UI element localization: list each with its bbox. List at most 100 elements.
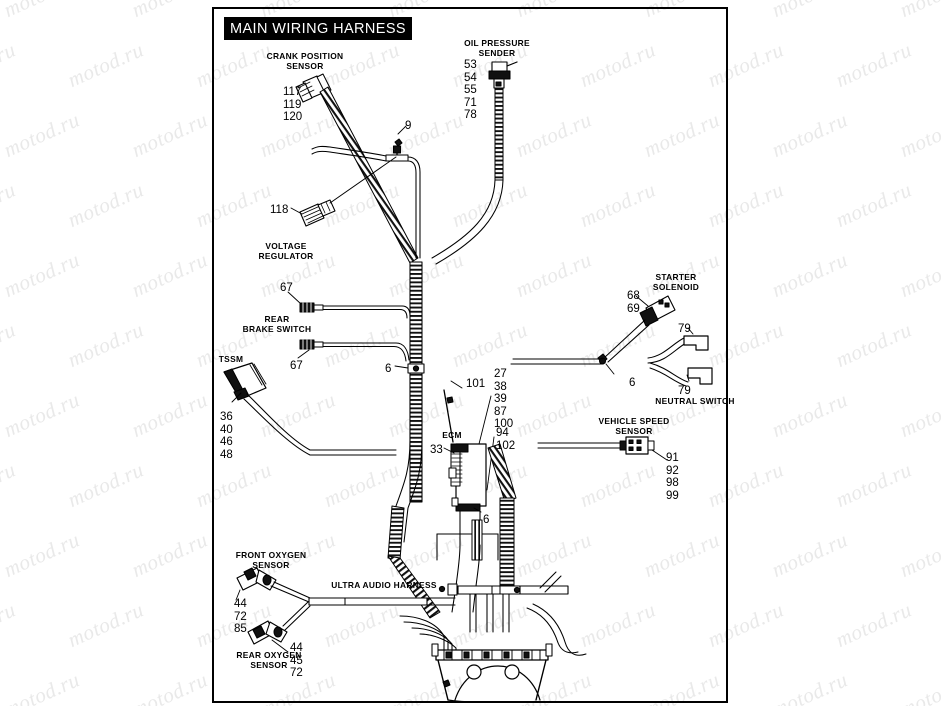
diagram-title-bar: MAIN WIRING HARNESS	[224, 17, 412, 40]
watermark-text: motod.ru	[128, 247, 212, 302]
callout-number: 39	[494, 393, 507, 406]
watermark-text: motod.ru	[64, 177, 148, 232]
callout-rear-brake-switch-lower: 67	[290, 360, 303, 373]
label-tssm: TSSM	[219, 354, 243, 364]
watermark-text: motod.ru	[0, 107, 84, 162]
callout-neutral-switch-lower: 79	[678, 385, 691, 398]
watermark-text: motod.ru	[768, 667, 852, 706]
callout-number: 53	[464, 59, 477, 71]
label-neutral-switch: NEUTRAL SWITCH	[655, 396, 734, 406]
label-line-1: CRANK POSITION	[266, 51, 344, 61]
watermark-text: motod.ru	[0, 37, 20, 92]
callout-number: 67	[280, 282, 293, 294]
watermark-text: motod.ru	[832, 37, 916, 92]
watermark-text: motod.ru	[896, 247, 941, 302]
callout-junction-6-right: 6	[629, 377, 635, 390]
callout-number: 55	[464, 84, 477, 97]
callout-number: 72	[290, 667, 303, 680]
watermark-text: motod.ru	[768, 107, 852, 162]
watermark-text: motod.ru	[768, 527, 852, 582]
watermark-text: motod.ru	[832, 177, 916, 232]
callout-clip-9: 9	[405, 120, 411, 133]
watermark-text: motod.ru	[64, 37, 148, 92]
watermark-text: motod.ru	[0, 387, 84, 442]
label-line-1: VOLTAGE	[265, 241, 307, 251]
callout-number: 36	[220, 411, 233, 423]
callout-rear-brake-switch-upper: 67	[280, 282, 293, 295]
callout-number: 101	[466, 378, 486, 390]
callout-ecm-num-33: 33	[430, 444, 443, 457]
label-line-1: VEHICLE SPEED	[598, 416, 670, 426]
callout-voltage-regulator-num: 118	[270, 204, 288, 217]
watermark-text: motod.ru	[896, 527, 941, 582]
watermark-text: motod.ru	[832, 597, 916, 652]
callout-number: 72	[234, 610, 247, 623]
callout-number: 38	[494, 380, 507, 393]
callout-number: 85	[234, 623, 247, 636]
label-line-1: REAR OXYGEN	[236, 650, 302, 660]
callout-number: 94	[496, 427, 509, 439]
callout-number: 71	[464, 96, 477, 109]
label-line-2: SENSOR	[252, 560, 290, 570]
label-line-2: SENSOR	[615, 426, 653, 436]
callout-number: 87	[494, 405, 507, 418]
callout-number: 92	[666, 464, 679, 477]
callout-number: 6	[629, 377, 636, 389]
label-line-1: REAR	[264, 314, 290, 324]
watermark-text: motod.ru	[128, 667, 212, 706]
callout-number: 79	[678, 385, 691, 397]
callout-number: 46	[220, 436, 233, 449]
watermark-text: motod.ru	[0, 597, 20, 652]
label-line-2: SENDER	[478, 48, 516, 58]
label-line-2: SENSOR	[250, 660, 288, 670]
watermark-text: motod.ru	[64, 457, 148, 512]
watermark-text: motod.ru	[128, 107, 212, 162]
watermark-text: motod.ru	[0, 317, 20, 372]
callout-number: 6	[385, 363, 392, 375]
callout-number: 91	[666, 452, 679, 464]
watermark-text: motod.ru	[768, 247, 852, 302]
watermark-text: motod.ru	[768, 0, 852, 23]
watermark-text: motod.ru	[0, 247, 84, 302]
watermark-text: motod.ru	[64, 317, 148, 372]
callout-number: 120	[283, 111, 303, 124]
callout-number: 100	[494, 418, 514, 431]
watermark-text: motod.ru	[896, 0, 941, 23]
callout-number: 98	[666, 477, 679, 490]
label-line-2: REGULATOR	[258, 251, 314, 261]
label-ecm: ECM	[442, 430, 462, 440]
callout-number: 44	[290, 642, 303, 654]
label-line-1: STARTER	[655, 272, 697, 282]
callout-number: 78	[464, 109, 477, 122]
watermark-text: motod.ru	[832, 317, 916, 372]
callout-number: 54	[464, 71, 477, 84]
watermark-text: motod.ru	[896, 387, 941, 442]
callout-number: 9	[405, 120, 412, 132]
callout-number: 69	[627, 302, 640, 315]
callout-number: 118	[270, 204, 289, 216]
label-line-1: NEUTRAL SWITCH	[655, 396, 735, 406]
callout-number: 119	[283, 98, 302, 111]
watermark-text: motod.ru	[0, 0, 84, 23]
label-line-1: FRONT OXYGEN	[235, 550, 307, 560]
watermark-text: motod.ru	[0, 667, 84, 706]
label-line-2: SOLENOID	[652, 282, 700, 292]
watermark-text: motod.ru	[0, 457, 20, 512]
watermark-text: motod.ru	[768, 387, 852, 442]
callout-ecm-clip-6: 6	[483, 514, 489, 527]
label-line-2: SENSOR	[286, 61, 324, 71]
page-title: MAIN WIRING HARNESS	[230, 20, 406, 37]
callout-number: 27	[494, 368, 507, 380]
label-ultra-audio-harness: ULTRA AUDIO HARNESS	[331, 580, 436, 590]
